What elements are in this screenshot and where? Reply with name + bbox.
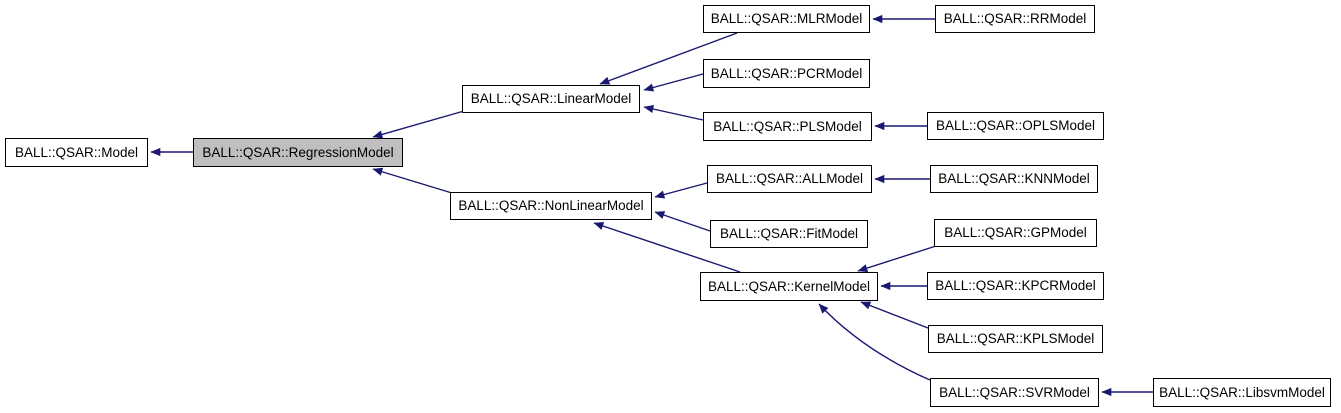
edge-all-nonlinear <box>654 182 708 199</box>
edges <box>150 14 1153 397</box>
node-knn[interactable]: BALL::QSAR::KNNModel <box>930 165 1098 193</box>
node-regression: BALL::QSAR::RegressionModel <box>193 138 403 167</box>
node-label: BALL::QSAR::NonLinearModel <box>458 198 644 214</box>
node-label: BALL::QSAR::ALLModel <box>715 171 864 187</box>
node-label: BALL::QSAR::KPCRModel <box>935 278 1096 294</box>
node-label: BALL::QSAR::OPLSModel <box>935 118 1096 134</box>
node-label: BALL::QSAR::LibsvmModel <box>1159 384 1325 400</box>
node-label: BALL::QSAR::PLSModel <box>713 118 862 134</box>
edge-svr-kernel <box>818 303 931 381</box>
node-nonlinear[interactable]: BALL::QSAR::NonLinearModel <box>450 192 652 220</box>
node-fit[interactable]: BALL::QSAR::FitModel <box>710 220 868 248</box>
node-rr[interactable]: BALL::QSAR::RRModel <box>935 5 1095 33</box>
node-label: BALL::QSAR::SVRModel <box>939 384 1090 400</box>
node-pcr[interactable]: BALL::QSAR::PCRModel <box>703 59 870 88</box>
node-label: BALL::QSAR::GPModel <box>944 225 1087 241</box>
node-model[interactable]: BALL::QSAR::Model <box>5 138 148 167</box>
node-label: BALL::QSAR::KPLSModel <box>936 331 1095 347</box>
node-gp[interactable]: BALL::QSAR::GPModel <box>934 219 1097 247</box>
node-kernel[interactable]: BALL::QSAR::KernelModel <box>700 272 878 301</box>
edge-linear-regression <box>372 110 465 139</box>
node-libsvm[interactable]: BALL::QSAR::LibsvmModel <box>1153 378 1331 407</box>
node-pls[interactable]: BALL::QSAR::PLSModel <box>703 112 872 141</box>
node-label: BALL::QSAR::MLRModel <box>710 11 863 27</box>
node-label: BALL::QSAR::LinearModel <box>470 91 632 107</box>
node-linear[interactable]: BALL::QSAR::LinearModel <box>462 85 640 113</box>
edge-kernel-nonlinear <box>593 222 741 273</box>
node-label: BALL::QSAR::KNNModel <box>938 171 1090 187</box>
node-opls[interactable]: BALL::QSAR::OPLSModel <box>927 112 1104 140</box>
node-label: BALL::QSAR::PCRModel <box>710 65 863 81</box>
edge-kpls-kernel <box>860 301 929 329</box>
node-label: BALL::QSAR::FitModel <box>719 226 859 242</box>
node-label: BALL::QSAR::RegressionModel <box>202 144 394 160</box>
edge-mlr-linear <box>599 32 738 85</box>
node-kpls[interactable]: BALL::QSAR::KPLSModel <box>928 325 1103 353</box>
node-mlr[interactable]: BALL::QSAR::MLRModel <box>703 5 870 33</box>
edge-pls-linear <box>643 104 704 121</box>
edge-fit-nonlinear <box>654 211 711 232</box>
node-svr[interactable]: BALL::QSAR::SVRModel <box>930 378 1099 407</box>
edge-nonlinear-regression <box>372 167 453 194</box>
node-label: BALL::QSAR::KernelModel <box>707 278 871 294</box>
node-kpcr[interactable]: BALL::QSAR::KPCRModel <box>927 272 1104 300</box>
node-all[interactable]: BALL::QSAR::ALLModel <box>707 165 872 193</box>
node-label: BALL::QSAR::Model <box>14 144 139 160</box>
edge-pcr-linear <box>643 73 704 92</box>
edge-gp-kernel <box>857 245 937 273</box>
node-label: BALL::QSAR::RRModel <box>943 11 1087 27</box>
